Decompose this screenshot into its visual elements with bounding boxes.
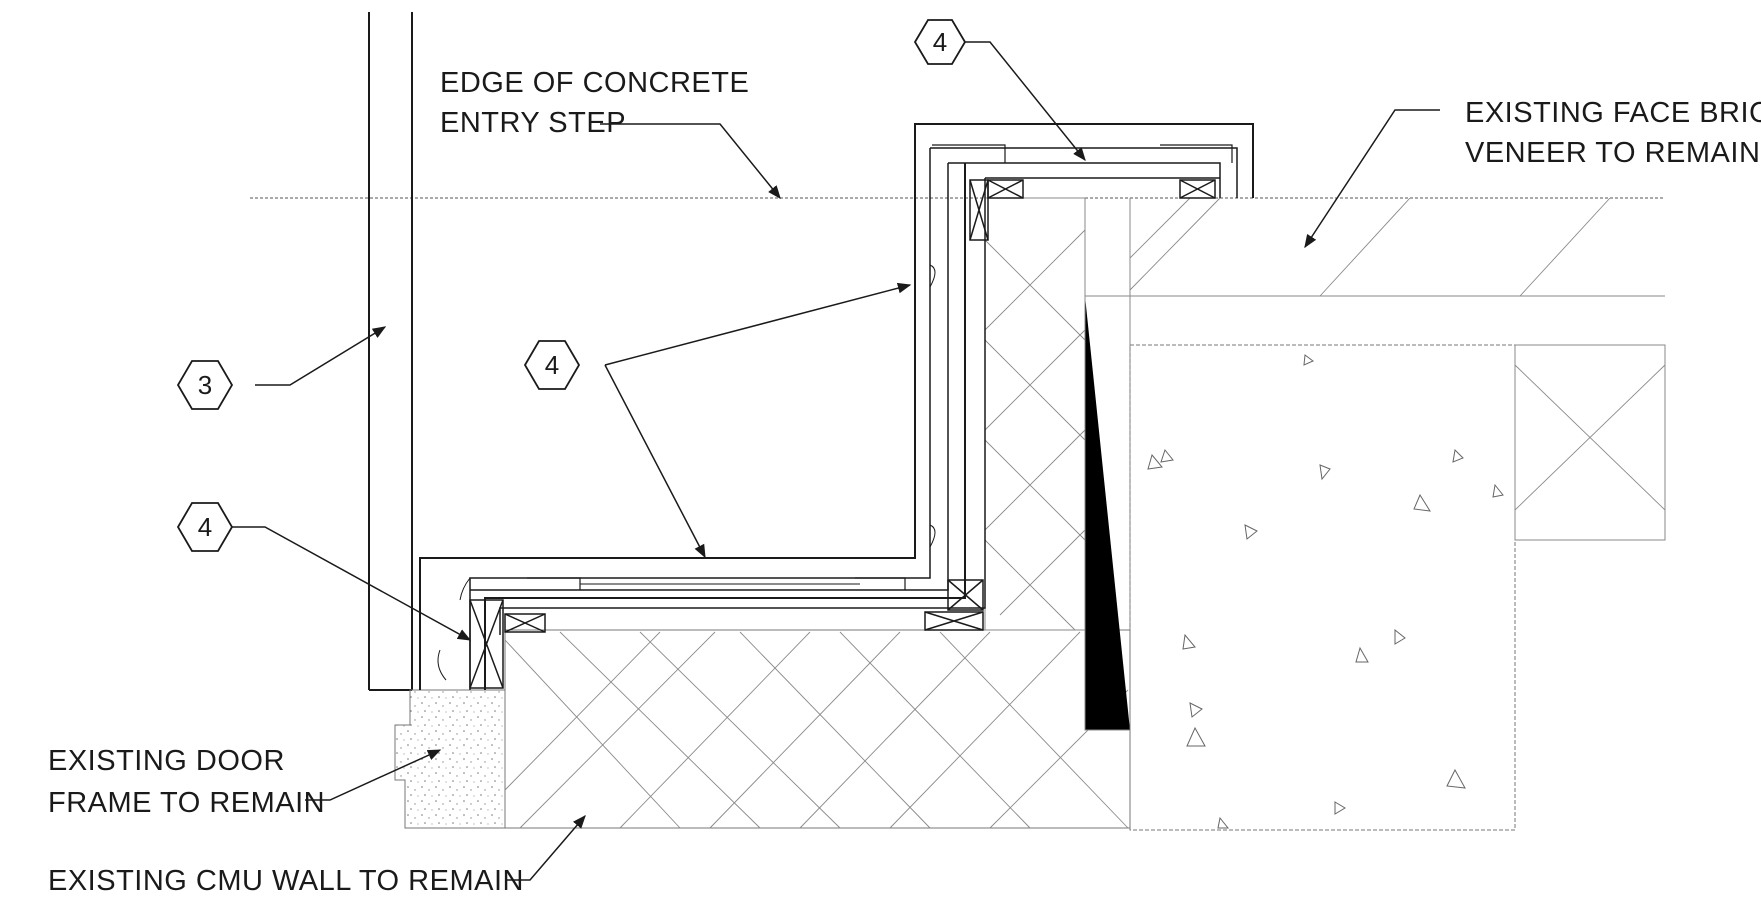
note-existing-door-frame: EXISTING DOOR FRAME TO REMAIN	[48, 745, 325, 819]
z-flashing-outer	[419, 123, 1254, 690]
svg-text:EDGE OF CONCRETE: EDGE OF CONCRETE	[440, 67, 749, 99]
svg-text:VENEER TO REMAIN: VENEER TO REMAIN	[1465, 137, 1760, 169]
tag-4-left: 4	[176, 502, 234, 552]
tag-4-middle: 4	[523, 340, 581, 390]
note-existing-face-brick: EXISTING FACE BRICK VENEER TO REMAIN	[1465, 97, 1761, 169]
svg-text:EXISTING CMU WALL TO REMAIN: EXISTING CMU WALL TO REMAIN	[48, 865, 524, 897]
wood-blocking	[469, 179, 1216, 689]
svg-text:3: 3	[198, 370, 212, 400]
note-edge-of-concrete-entry-step: EDGE OF CONCRETE ENTRY STEP	[440, 67, 749, 139]
cmu-wall-vertical	[984, 197, 1086, 631]
concrete-foundation	[1129, 344, 1516, 831]
svg-text:EXISTING FACE BRICK: EXISTING FACE BRICK	[1465, 97, 1761, 129]
face-brick-veneer	[1084, 197, 1665, 731]
brick-panel-right	[1514, 344, 1666, 541]
svg-text:4: 4	[933, 27, 947, 57]
frame-profile	[437, 144, 1238, 690]
svg-text:4: 4	[198, 512, 212, 542]
svg-text:4: 4	[545, 350, 559, 380]
cmu-wall	[504, 629, 1131, 829]
tag-3-left: 3	[176, 360, 234, 410]
svg-text:EXISTING DOOR: EXISTING DOOR	[48, 745, 285, 777]
existing-door-frame-block	[394, 689, 506, 829]
leaders	[230, 41, 1440, 881]
note-existing-cmu-wall: EXISTING CMU WALL TO REMAIN	[48, 865, 524, 897]
svg-text:ENTRY STEP: ENTRY STEP	[440, 107, 626, 139]
tag-4-top: 4	[913, 19, 967, 65]
door-frame	[368, 12, 413, 691]
svg-text:FRAME TO REMAIN: FRAME TO REMAIN	[48, 787, 325, 819]
